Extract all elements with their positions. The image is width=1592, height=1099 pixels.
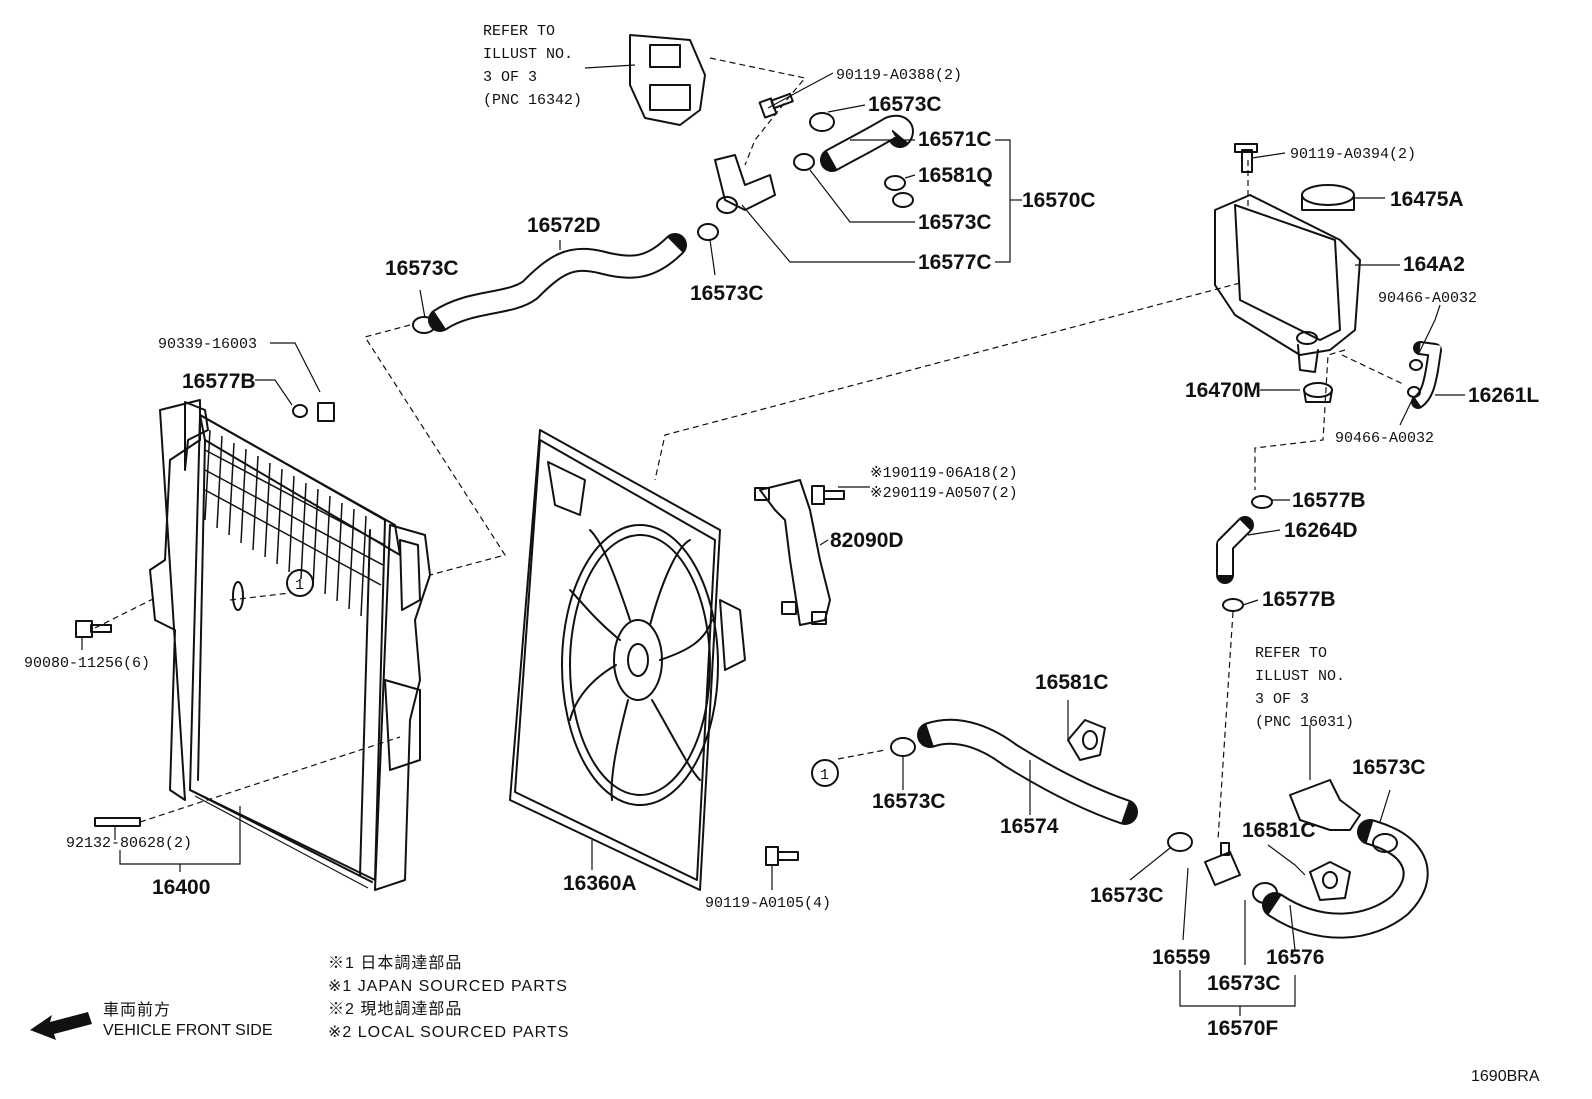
note-line-3: ※2 現地調達部品 — [328, 1000, 462, 1018]
part-label: 16559 — [1152, 946, 1210, 969]
hoses — [428, 114, 1442, 939]
ref-top-line-3: 3 OF 3 — [483, 69, 537, 86]
part-labels: 90119-A0388(2) 16573C 16571C 16581Q 1657… — [24, 67, 1539, 1040]
illustration-code: 1690BRA — [1471, 1068, 1540, 1085]
part-label: 16574 — [1000, 815, 1059, 838]
front-label-en: VEHICLE FRONT SIDE — [103, 1022, 273, 1039]
part-label: 16573C — [872, 790, 946, 813]
part-label: 16470M — [1185, 379, 1261, 402]
part-label: 16576 — [1266, 946, 1324, 969]
small-parts — [75, 34, 1423, 904]
part-label: 16572D — [527, 214, 601, 237]
part-label: 16360A — [563, 872, 637, 895]
part-label: 16581Q — [918, 164, 993, 187]
part-label: 16573C — [385, 257, 459, 280]
part-label: 16573C — [1352, 756, 1426, 779]
radiator-16400 — [149, 399, 431, 891]
radiator-grill — [204, 429, 386, 617]
part-label: 90466-A0032 — [1335, 430, 1434, 447]
part-label: 92132-80628(2) — [66, 835, 192, 852]
part-label: 90080-11256(6) — [24, 655, 150, 672]
note-line-2: ※1 JAPAN SOURCED PARTS — [328, 978, 568, 995]
callout-circles: 1 1 — [286, 569, 839, 787]
part-label: ※190119-06A18(2) — [870, 465, 1018, 482]
sourcing-notes: ※1 日本調達部品 ※1 JAPAN SOURCED PARTS ※2 現地調達… — [328, 954, 569, 1041]
part-label: 90339-16003 — [158, 336, 257, 353]
note-line-4: ※2 LOCAL SOURCED PARTS — [328, 1024, 569, 1041]
ref-right-line-1: REFER TO — [1255, 645, 1327, 662]
part-label: 16573C — [1207, 972, 1281, 995]
part-label: 16261L — [1468, 384, 1539, 407]
leader-lines — [81, 64, 1465, 1016]
part-label: 16581C — [1242, 819, 1316, 842]
part-label: 16400 — [152, 876, 210, 899]
part-label: 16573C — [918, 211, 992, 234]
ref-right-line-3: 3 OF 3 — [1255, 691, 1309, 708]
part-label: ※290119-A0507(2) — [870, 485, 1018, 502]
part-label: 16573C — [868, 93, 942, 116]
part-label: 90466-A0032 — [1378, 290, 1477, 307]
part-label: 16573C — [690, 282, 764, 305]
callout-1-radiator: 1 — [295, 577, 304, 594]
part-label: 16570C — [1022, 189, 1096, 212]
part-label: 16264D — [1284, 519, 1358, 542]
part-label: 16573C — [1090, 884, 1164, 907]
part-label: 90119-A0388(2) — [836, 67, 962, 84]
reservoir-tank-164A2 — [1214, 194, 1361, 373]
part-label: 16577C — [918, 251, 992, 274]
ref-top-line-1: REFER TO — [483, 23, 555, 40]
fan-shroud-16360A — [509, 429, 746, 891]
ref-top-line-2: ILLUST NO. — [483, 46, 573, 63]
ref-right-line-2: ILLUST NO. — [1255, 668, 1345, 685]
note-line-1: ※1 日本調達部品 — [328, 954, 462, 972]
part-label: 164A2 — [1403, 253, 1465, 276]
part-label: 16571C — [918, 128, 992, 151]
part-label: 16581C — [1035, 671, 1109, 694]
dashed-leader-lines — [94, 57, 1406, 841]
part-label: 82090D — [830, 529, 904, 552]
part-label: 90119-A0394(2) — [1290, 146, 1416, 163]
part-label: 16475A — [1390, 188, 1464, 211]
part-label: 90119-A0105(4) — [705, 895, 831, 912]
ref-right-line-4: (PNC 16031) — [1255, 714, 1354, 731]
part-label: 16577B — [182, 370, 256, 393]
part-label: 16577B — [1292, 489, 1366, 512]
part-label: 16577B — [1262, 588, 1336, 611]
ref-note-top: REFER TO ILLUST NO. 3 OF 3 (PNC 16342) — [483, 23, 582, 109]
front-label-jp: 車両前方 — [103, 1001, 171, 1019]
ref-note-right: REFER TO ILLUST NO. 3 OF 3 (PNC 16031) — [1255, 645, 1354, 731]
vehicle-front-indicator: 車両前方 VEHICLE FRONT SIDE — [30, 1001, 273, 1040]
ref-top-line-4: (PNC 16342) — [483, 92, 582, 109]
part-label: 16570F — [1207, 1017, 1278, 1040]
front-arrow-icon — [30, 1012, 92, 1040]
callout-1-hose: 1 — [820, 767, 829, 784]
